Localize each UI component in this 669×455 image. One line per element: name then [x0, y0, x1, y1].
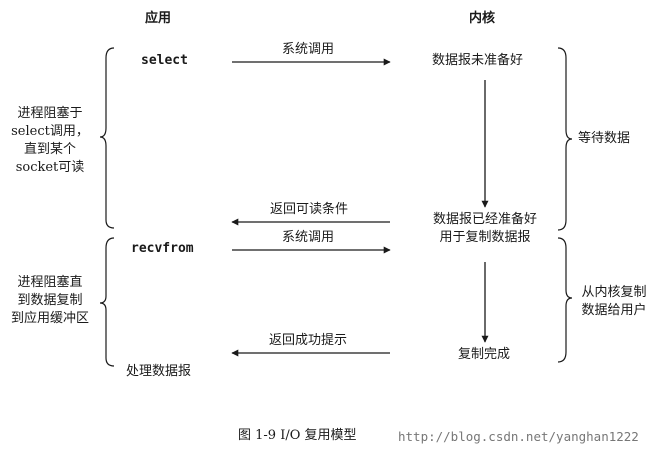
note-copy-to-user-line: 数据给用户: [581, 303, 647, 318]
note-blocked-copy-line: 到应用缓冲区: [10, 311, 89, 326]
header-kernel: 内核: [469, 11, 496, 26]
return-success-label: 返回成功提示: [269, 333, 348, 348]
brace-right-wait-data: [557, 47, 573, 231]
watermark-url: http://blog.csdn.net/yanghan1222: [398, 429, 639, 444]
note-blocked-copy-line: 进程阻塞直: [17, 275, 83, 290]
note-blocked-select: 进程阻塞于 select调用， 直到某个 socket可读: [4, 105, 96, 177]
note-blocked-select-line: 直到某个: [23, 142, 76, 157]
kernel-ready-label: 数据报已经准备好 用于复制数据报: [423, 211, 547, 247]
brace-left-blocked-copy: [99, 237, 115, 367]
kernel-copy-done-label: 复制完成: [458, 347, 511, 362]
syscall-1-label: 系统调用: [282, 42, 335, 57]
select-call-label: select: [141, 53, 188, 68]
kernel-ready-line-1: 数据报已经准备好: [432, 212, 537, 227]
note-wait-data: 等待数据: [578, 131, 631, 146]
note-blocked-copy-line: 到数据复制: [17, 293, 83, 308]
note-blocked-select-line: 进程阻塞于: [17, 106, 83, 121]
return-readable-label: 返回可读条件: [270, 202, 349, 217]
syscall-2-label: 系统调用: [282, 230, 335, 245]
kernel-ready-line-2: 用于复制数据报: [439, 230, 531, 245]
recvfrom-call-label: recvfrom: [131, 241, 194, 256]
note-blocked-select-line: socket可读: [15, 160, 85, 175]
note-copy-to-user: 从内核复制 数据给用户: [574, 284, 654, 320]
header-app: 应用: [145, 11, 172, 26]
note-blocked-select-line: select调用，: [11, 124, 89, 139]
process-data-label: 处理数据报: [126, 364, 192, 379]
note-copy-to-user-line: 从内核复制: [581, 285, 647, 300]
figure-caption: 图 1-9 I/O 复用模型: [238, 428, 357, 443]
brace-right-copy-to-user: [557, 237, 573, 363]
kernel-not-ready-label: 数据报未准备好: [432, 53, 524, 68]
note-blocked-copy: 进程阻塞直 到数据复制 到应用缓冲区: [4, 274, 96, 328]
brace-left-blocked-select: [99, 47, 115, 229]
